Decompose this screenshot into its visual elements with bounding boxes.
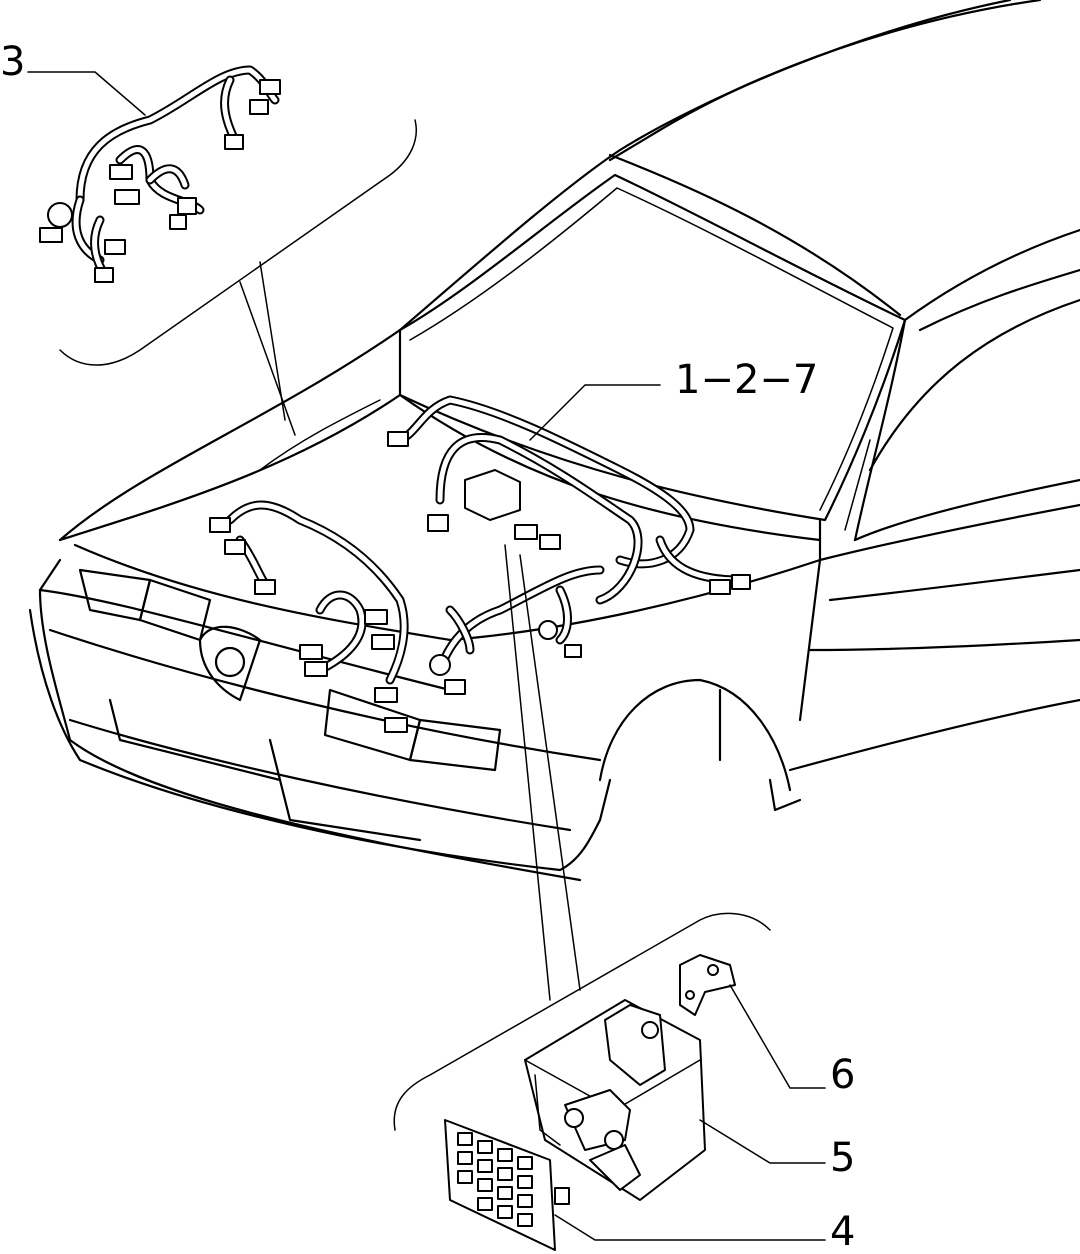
callout-4-label: 4 xyxy=(830,1209,856,1254)
callout-6-leader xyxy=(729,984,826,1089)
detail-view-leaders xyxy=(59,119,771,1131)
main-harness xyxy=(209,395,751,733)
fuse-cover-grid xyxy=(457,1132,533,1227)
callout-6-label: 6 xyxy=(830,1052,856,1098)
callout-5-leader xyxy=(699,1119,826,1164)
car-body-outline xyxy=(28,0,1080,882)
callout-1-2-7-leader xyxy=(529,384,661,441)
fuse-cover-4 xyxy=(444,1119,570,1251)
callout-1-2-7-label: 1−2−7 xyxy=(675,357,819,403)
engine-harness-3 xyxy=(39,65,281,283)
callout-3-leader xyxy=(27,71,146,116)
callout-3-label: 3 xyxy=(0,39,26,85)
fuse-box-5 xyxy=(524,999,706,1201)
bracket-6 xyxy=(679,954,736,1016)
callout-4-leader xyxy=(554,1214,826,1241)
callout-5-label: 5 xyxy=(830,1135,856,1181)
